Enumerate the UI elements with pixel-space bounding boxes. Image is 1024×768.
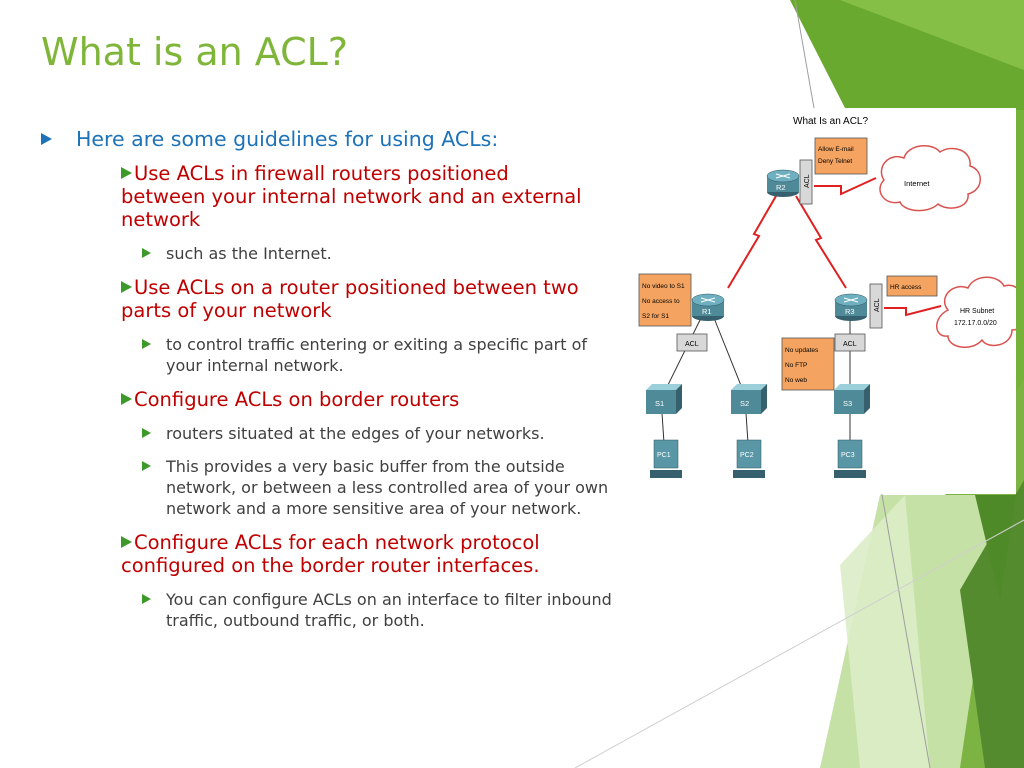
note-s3-line-1: No updates (785, 347, 819, 354)
guideline-1-text: Use ACLs in firewall routers positioned … (121, 162, 582, 231)
router-r3-icon: R3 (834, 293, 868, 321)
link-r1-s1 (663, 317, 702, 394)
wan-link-r2-r3 (795, 195, 847, 289)
pc3-icon: PC3 (834, 439, 866, 478)
guideline-2: Use ACLs on a router positioned between … (121, 276, 591, 322)
link-r2-internet (814, 177, 877, 196)
guideline-3-text: Configure ACLs on border routers (134, 388, 460, 411)
green-facet-lower-3 (960, 480, 1024, 768)
switch-s3-label: S3 (843, 399, 852, 408)
acl-box-r1: ACL (676, 333, 708, 352)
decor-line-2 (574, 519, 1024, 768)
note-r2-line-1: Allow E-mail (818, 146, 854, 153)
guideline-3: Configure ACLs on border routers (121, 388, 591, 411)
detail-text: to control traffic entering or exiting a… (166, 335, 587, 375)
router-r2-icon: R2 (766, 169, 800, 197)
guideline-3-detail-1: routers situated at the edges of your ne… (142, 423, 626, 444)
triangle-bullet-icon (121, 393, 132, 405)
acl-label-r3-vertical: ACL (874, 298, 881, 312)
guideline-4-detail-1: You can configure ACLs on an interface t… (142, 589, 626, 631)
link-s2-pc2 (745, 412, 749, 444)
switch-s2-label: S2 (740, 399, 749, 408)
note-s3-line-2: No FTP (785, 362, 807, 369)
note-r2-line-2: Deny Telnet (818, 158, 852, 165)
router-r2-label: R2 (776, 183, 786, 192)
switch-s3-icon: S3 (834, 384, 870, 414)
router-r1-icon: R1 (691, 293, 725, 321)
triangle-bullet-icon (121, 281, 132, 293)
guideline-2-detail-1: to control traffic entering or exiting a… (142, 334, 626, 376)
note-r2: Allow E-mail Deny Telnet (814, 137, 868, 175)
acl-box-r3: ACL (834, 333, 866, 352)
detail-text: such as the Internet. (166, 244, 332, 263)
triangle-bullet-icon (121, 167, 132, 179)
green-facet-lower-4 (840, 495, 930, 768)
note-r1-line-3: S2 for S1 (642, 313, 669, 320)
pc3-label: PC3 (841, 452, 855, 459)
note-r1-line-1: No video to S1 (642, 283, 685, 290)
note-r3: HR access (886, 275, 938, 297)
router-r1-label: R1 (702, 307, 712, 316)
green-facet-right (1016, 110, 1024, 470)
pc1-icon: PC1 (650, 439, 682, 478)
guideline-1-detail-1: such as the Internet. (142, 243, 626, 264)
switch-s1-label: S1 (655, 399, 664, 408)
acl-label-r3: ACL (843, 341, 857, 348)
switch-s1-icon: S1 (646, 384, 682, 414)
link-r1-s2 (713, 317, 745, 394)
hr-subnet-address: 172.17.0.0/20 (954, 320, 997, 327)
slide-title: What is an ACL? (41, 30, 349, 74)
internet-label: Internet (904, 179, 930, 188)
detail-text: routers situated at the edges of your ne… (166, 424, 545, 443)
green-facet-lower-5 (975, 495, 1016, 600)
internet-cloud-icon: Internet (879, 145, 981, 212)
bullet-content: Here are some guidelines for using ACLs:… (38, 126, 628, 643)
acl-network-diagram: What Is an ACL? Internet HR Subnet 172.1… (636, 108, 1024, 494)
acl-box-r2: ACL (799, 159, 813, 205)
blue-triangle-bullet-icon (41, 133, 52, 145)
hr-subnet-cloud-icon: HR Subnet 172.17.0.0/20 (936, 276, 1024, 348)
router-r3-label: R3 (845, 307, 855, 316)
guideline-4-text: Configure ACLs for each network protocol… (121, 531, 540, 577)
green-facet-top-light (840, 0, 1024, 70)
intro-bullet: Here are some guidelines for using ACLs: (38, 126, 628, 152)
note-r1-line-2: No access to (642, 298, 680, 305)
triangle-bullet-icon (142, 339, 151, 349)
guideline-3-detail-2: This provides a very basic buffer from t… (142, 456, 626, 519)
pc2-label: PC2 (740, 452, 754, 459)
note-s3: No updates No FTP No web (781, 337, 835, 391)
triangle-bullet-icon (142, 428, 151, 438)
acl-label-r2: ACL (804, 174, 811, 188)
intro-text: Here are some guidelines for using ACLs: (76, 127, 499, 151)
detail-text: This provides a very basic buffer from t… (166, 457, 609, 518)
triangle-bullet-icon (121, 536, 132, 548)
note-r3-line-1: HR access (890, 284, 922, 291)
wan-link-r2-r1 (727, 195, 777, 289)
pc1-label: PC1 (657, 452, 671, 459)
acl-label-r1: ACL (685, 341, 699, 348)
link-r3-hr-subnet (884, 305, 942, 317)
detail-text: You can configure ACLs on an interface t… (166, 590, 612, 630)
triangle-bullet-icon (142, 461, 151, 471)
hr-subnet-label: HR Subnet (960, 308, 994, 315)
triangle-bullet-icon (142, 594, 151, 604)
pc2-icon: PC2 (733, 439, 765, 478)
guideline-2-text: Use ACLs on a router positioned between … (121, 276, 579, 322)
note-r1: No video to S1 No access to S2 for S1 (638, 273, 692, 327)
link-s1-pc1 (661, 412, 665, 444)
triangle-bullet-icon (142, 248, 151, 258)
guideline-4: Configure ACLs for each network protocol… (121, 531, 591, 577)
switch-s2-icon: S2 (731, 384, 767, 414)
network-diagram-svg: What Is an ACL? Internet HR Subnet 172.1… (638, 116, 1024, 478)
note-s3-line-3: No web (785, 377, 807, 384)
guideline-1: Use ACLs in firewall routers positioned … (121, 162, 591, 231)
diagram-title: What Is an ACL? (793, 116, 868, 127)
acl-box-r3-vertical: ACL (869, 283, 883, 329)
